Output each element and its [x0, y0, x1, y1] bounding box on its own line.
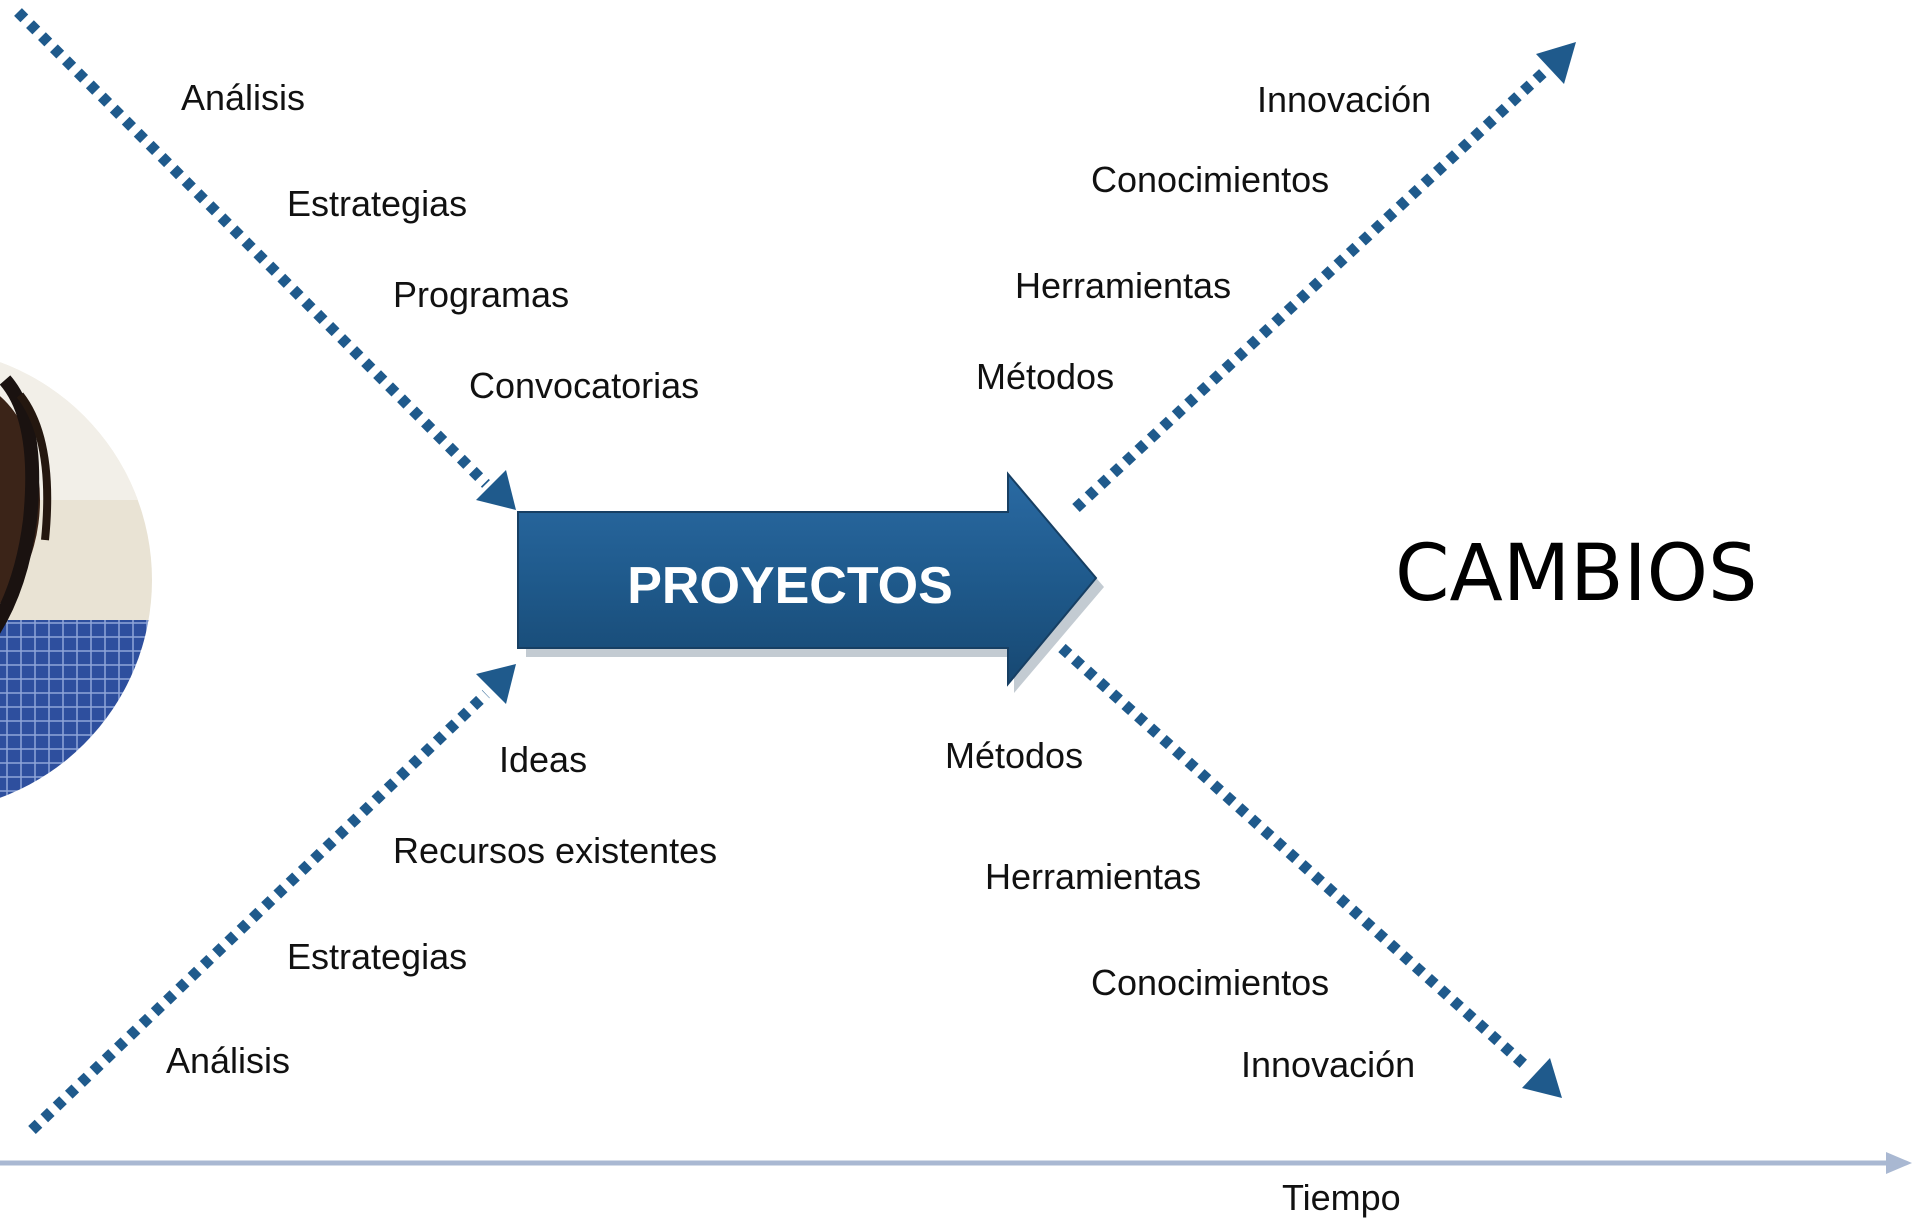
time-axis-label: Tiempo	[1282, 1177, 1401, 1218]
output-label-metodos-bottom: Métodos	[945, 735, 1084, 776]
output-label-innovacion-top: Innovación	[1257, 79, 1432, 120]
input-arrow-top	[14, 8, 516, 510]
output-label-conocimientos-top: Conocimientos	[1091, 159, 1330, 200]
output-label-innovacion-bottom: Innovación	[1241, 1044, 1416, 1085]
input-arrow-bottom	[28, 664, 516, 1134]
changes-label: CAMBIOS	[1395, 529, 1758, 619]
input-label-estrategias-bottom: Estrategias	[287, 936, 468, 977]
input-label-recursos-existentes: Recursos existentes	[393, 830, 718, 871]
output-arrow-top	[1072, 42, 1576, 513]
portrait-photo	[0, 348, 152, 812]
projects-label: PROYECTOS	[627, 557, 953, 615]
input-label-analisis-bottom: Análisis	[166, 1040, 291, 1081]
output-label-metodos-top: Métodos	[976, 356, 1115, 397]
input-label-convocatorias: Convocatorias	[469, 365, 700, 406]
input-label-estrategias-top: Estrategias	[287, 183, 468, 224]
input-label-analisis-top: Análisis	[181, 77, 306, 118]
time-axis	[0, 1152, 1912, 1174]
input-label-ideas: Ideas	[499, 739, 588, 780]
output-arrow-bottom	[1058, 643, 1562, 1098]
input-label-programas: Programas	[393, 274, 570, 315]
projects-block-arrow	[517, 471, 1104, 693]
output-label-conocimientos-bottom: Conocimientos	[1091, 962, 1330, 1003]
output-label-herramientas-top: Herramientas	[1015, 265, 1232, 306]
output-label-herramientas-bottom: Herramientas	[985, 856, 1202, 897]
